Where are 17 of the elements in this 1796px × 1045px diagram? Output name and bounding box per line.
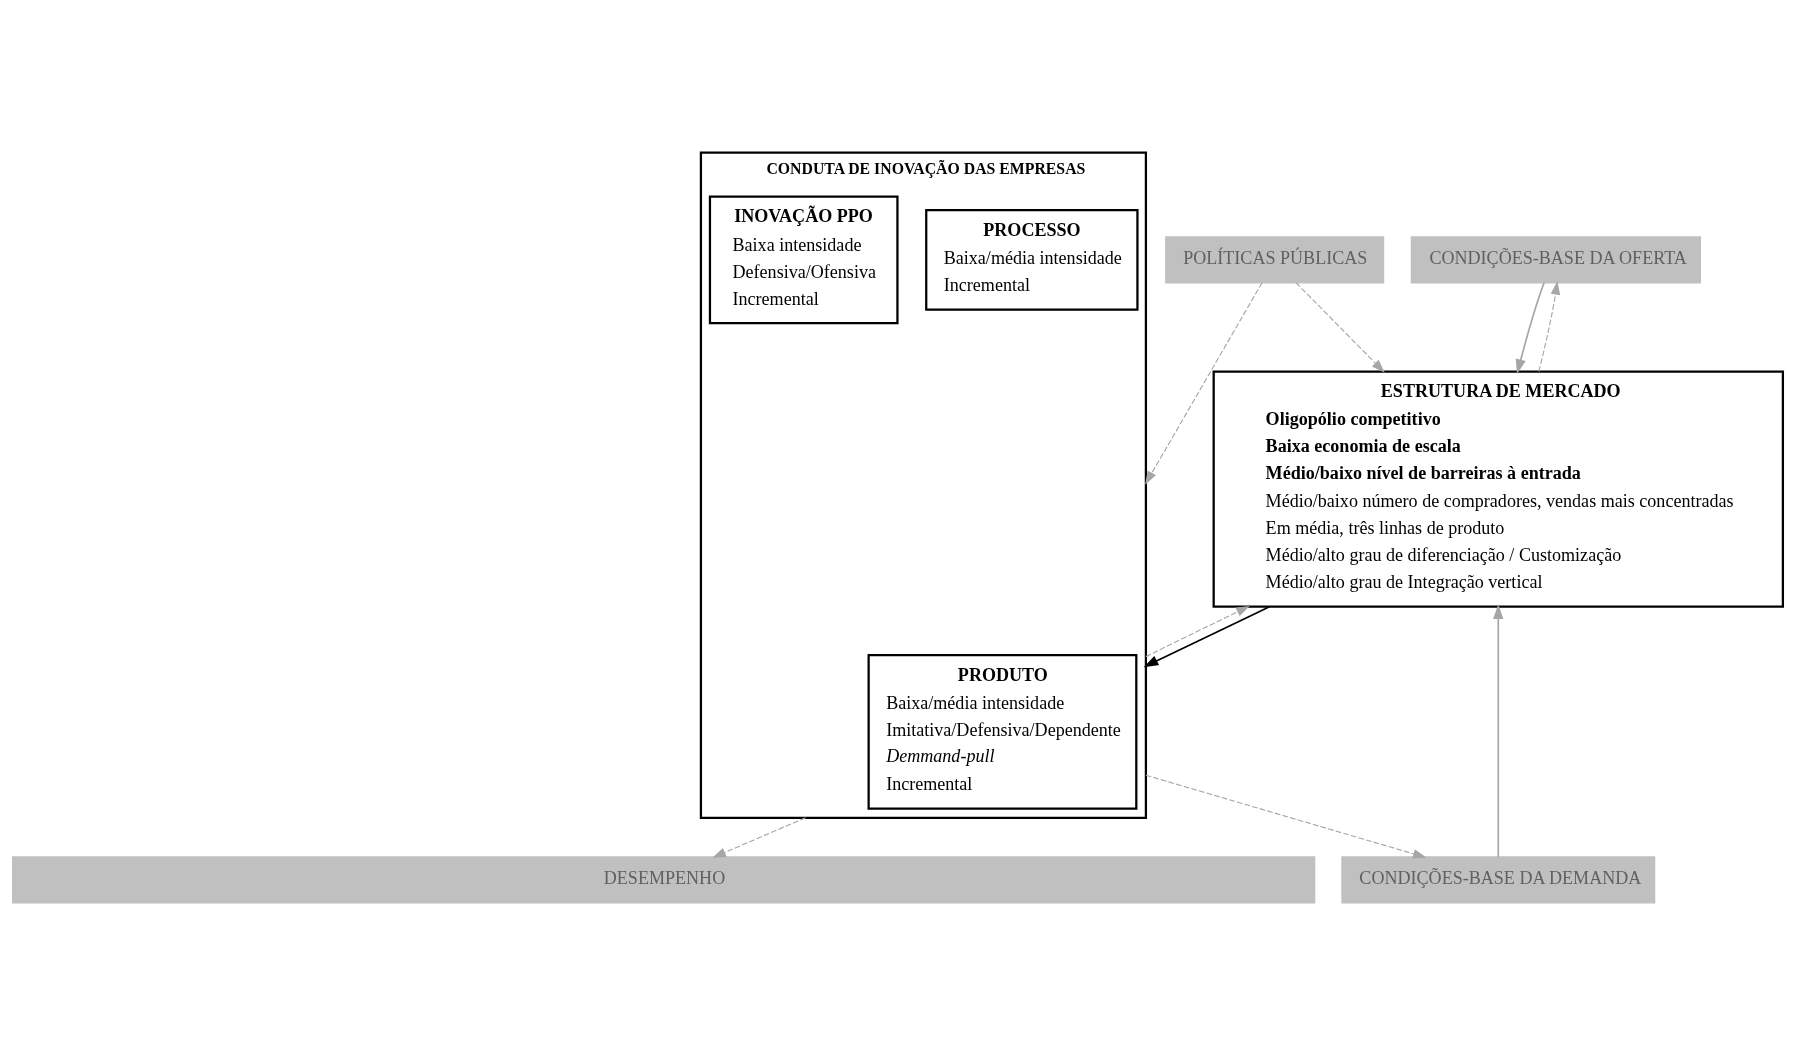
- node-box: DESEMPENHO: [12, 855, 1316, 904]
- arrow: [1145, 774, 1427, 858]
- arrow: [1515, 281, 1545, 374]
- node-box: PRODUTO Baixa/média intensidade Imitativa/Defensiva/Dependente Demmand-pull Incremental: [867, 653, 1138, 810]
- node-box: PROCESSO Baixa/média intensidade Incremental: [925, 208, 1139, 311]
- arrow: [1143, 605, 1271, 667]
- arrow: [1145, 605, 1250, 657]
- arrow: [712, 816, 807, 858]
- node-box: POLÍTICAS PÚBLICAS: [1165, 235, 1385, 284]
- node-box: INOVAÇÃO PPO Baixa intensidade Defensiva/Ofensiva Incremental: [708, 194, 899, 324]
- arrow: [1493, 603, 1504, 858]
- arrow: [1145, 281, 1263, 485]
- arrow: [1538, 280, 1561, 372]
- node-box: CONDIÇÕES-BASE DA DEMANDA: [1341, 855, 1656, 904]
- arrow: [1295, 281, 1385, 373]
- node-box: CONDIÇÕES-BASE DA OFERTA: [1410, 235, 1701, 284]
- node-box: ESTRUTURA DE MERCADO Oligopólio competitivo Baixa economia de escala Médio/baixo nível de barreiras à entrada Médio/baixo número de compradores, vendas mais concentradas Em média, três linhas de produto Médio/alto grau de diferenciação / Customização Médio/alto grau de Integração vertical: [1212, 370, 1785, 608]
